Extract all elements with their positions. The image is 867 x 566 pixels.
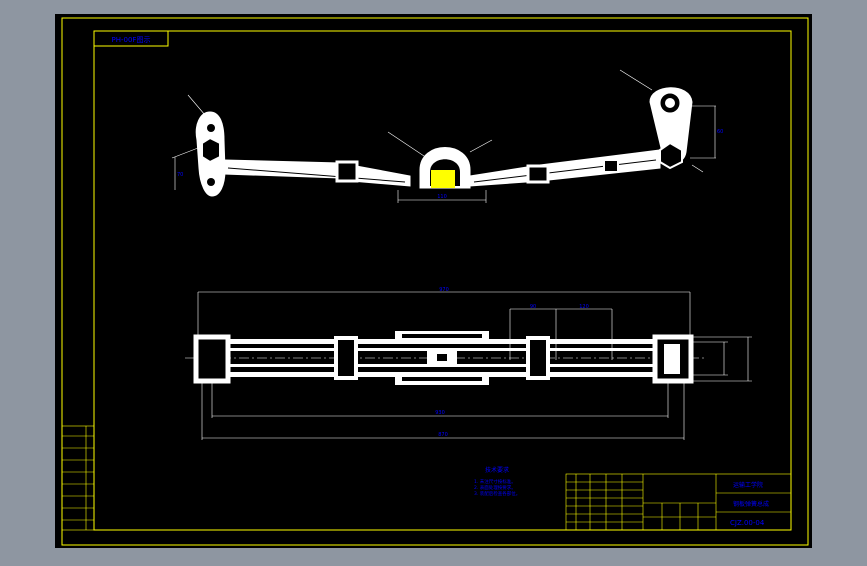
spring-side-view bbox=[195, 87, 693, 197]
dim-center-width: 110 bbox=[437, 194, 447, 200]
dim-total-length: 870 bbox=[438, 432, 448, 438]
notes-heading: 技术要求 bbox=[485, 466, 509, 474]
spring-plan-view bbox=[185, 331, 705, 385]
center-bolt-highlight bbox=[431, 170, 455, 188]
left-clip bbox=[335, 160, 359, 183]
dim-inner-width: 930 bbox=[435, 410, 445, 416]
outer-border bbox=[61, 17, 809, 546]
revision-strip bbox=[61, 425, 95, 531]
dim-side1: 60 bbox=[717, 129, 723, 135]
title-block-title: 钢板弹簧总成 bbox=[733, 500, 769, 508]
left-bolt-hex bbox=[201, 136, 221, 164]
title-block-drawing-number: CJZ.00-04 bbox=[730, 519, 765, 527]
title-block bbox=[565, 473, 792, 531]
note-item-2: 2. 表面处理按要求。 bbox=[474, 484, 516, 491]
title-block-school: 运输工学院 bbox=[733, 481, 763, 489]
top-dimensions bbox=[171, 69, 716, 203]
corner-label-box: PH-00F图示 bbox=[93, 30, 169, 47]
right-clip bbox=[526, 164, 550, 184]
dim-overall-width: 970 bbox=[439, 287, 449, 293]
note-item-1: 1. 未注尺寸按标准。 bbox=[474, 478, 516, 485]
plan-left-clip bbox=[334, 336, 358, 380]
note-item-3: 3. 装配后检查各部位。 bbox=[474, 490, 520, 497]
plan-dimensions bbox=[197, 291, 752, 440]
right-bolt-hex bbox=[659, 141, 683, 170]
technical-notes: 技术要求 1. 未注尺寸按标准。 2. 表面处理按要求。 3. 装配后检查各部位… bbox=[474, 466, 520, 497]
dim-seg2: 120 bbox=[579, 304, 589, 310]
corner-label: PH-00F图示 bbox=[112, 36, 151, 44]
dim-side2: 70 bbox=[177, 172, 183, 178]
plan-right-clip bbox=[526, 336, 550, 380]
plan-left-eye bbox=[193, 334, 231, 384]
inner-border bbox=[93, 30, 792, 531]
dim-seg1: 90 bbox=[530, 304, 536, 310]
model-space bbox=[55, 14, 812, 548]
